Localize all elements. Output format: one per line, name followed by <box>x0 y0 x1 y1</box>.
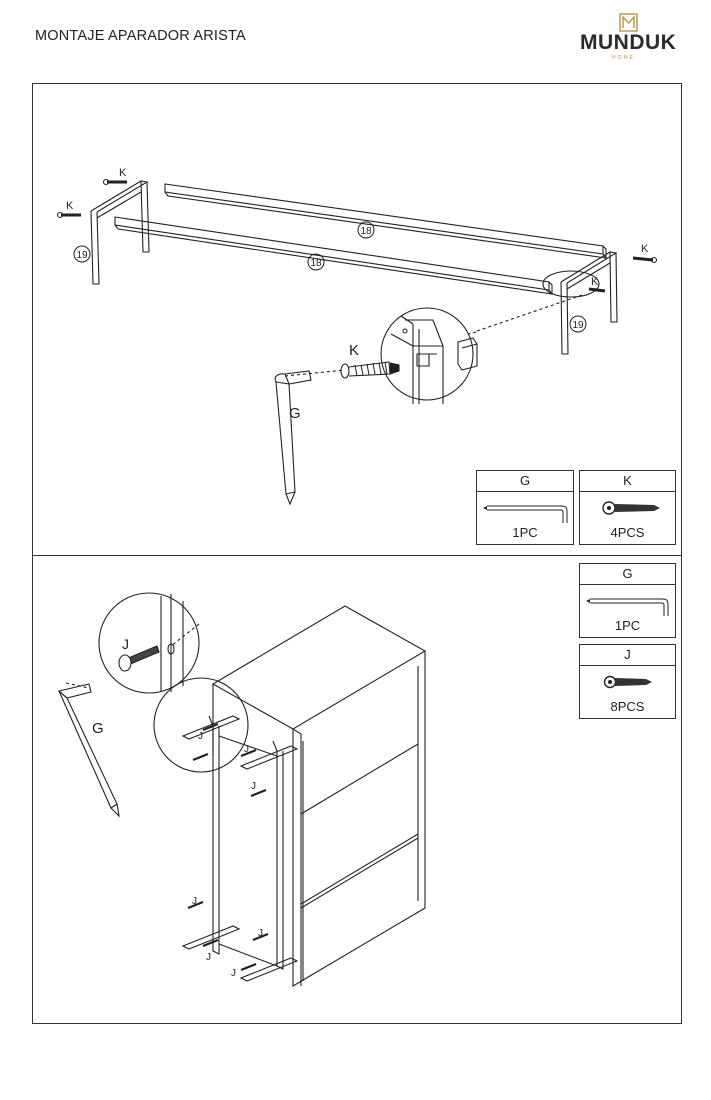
allen-key-icon <box>586 598 669 616</box>
joint-detail-circle <box>380 307 474 404</box>
part-19-right-number: 19 <box>572 320 584 331</box>
joint-highlight <box>542 270 600 298</box>
parts-box-qty: 4PCS <box>610 525 645 540</box>
label-j-1: J <box>198 731 203 742</box>
part-19-left-number: 19 <box>76 250 88 261</box>
frame-19-left <box>90 180 150 285</box>
parts-box-qty: 1PC <box>614 618 641 633</box>
rail-18-front <box>114 216 554 295</box>
label-j-6: J <box>206 952 211 963</box>
step-1-panel: K K K K K G 18 18 19 19 G 1PC K 4PCS <box>32 83 682 556</box>
rail-18-back <box>164 183 608 259</box>
part-18-front-number: 18 <box>310 258 322 269</box>
parts-box-g-step2: G 1PC <box>579 563 676 638</box>
screws-j <box>187 722 269 972</box>
cabinet-body <box>211 605 427 987</box>
base-frame <box>181 715 299 982</box>
screw-k-3 <box>632 256 658 264</box>
label-k-detail: K <box>349 342 359 359</box>
label-k-1: K <box>119 167 127 179</box>
parts-box-code: G <box>477 471 573 492</box>
label-j-detail: J <box>122 636 129 652</box>
label-j-5: J <box>258 928 263 939</box>
label-k-4: K <box>591 276 599 288</box>
screw-icon <box>602 501 660 515</box>
parts-box-j-step2: J 8PCS <box>579 644 676 719</box>
brand-subtitle: HOME <box>612 55 635 61</box>
parts-box-code: G <box>580 564 675 585</box>
label-k-2: K <box>66 200 74 212</box>
screw-k-detail <box>340 361 400 379</box>
parts-box-code: J <box>580 645 675 666</box>
bracket-piece <box>457 337 478 371</box>
label-j-7: J <box>231 968 236 979</box>
allen-key-g <box>57 683 120 818</box>
label-k-3: K <box>641 243 649 255</box>
screw-k-1 <box>102 178 127 186</box>
label-j-3: J <box>251 781 256 792</box>
allen-key-icon <box>483 505 568 523</box>
screw-detail-circle <box>98 592 200 694</box>
brand-name: MUNDUK <box>580 31 677 54</box>
parts-box-k-step1: K 4PCS <box>579 470 676 545</box>
document-title: MONTAJE APARADOR ARISTA <box>35 28 246 44</box>
label-j-4: J <box>192 896 197 907</box>
parts-box-qty: 1PC <box>512 525 538 540</box>
parts-box-code: K <box>580 471 675 492</box>
label-g: G <box>92 720 104 737</box>
label-g: G <box>289 405 301 422</box>
munduk-monogram-icon <box>619 13 638 32</box>
parts-box-qty: 8PCS <box>610 699 645 714</box>
step-1-assembly-drawing: K K K K K G 18 18 19 19 <box>56 167 658 506</box>
label-j-2: J <box>244 744 249 755</box>
screw-k-2 <box>56 211 81 219</box>
allen-key-g <box>274 370 312 506</box>
frame-19-right <box>560 251 618 355</box>
frame-detail-circle <box>153 677 249 773</box>
step-2-panel: J G J J J J J J J G 1PC J 8PCS <box>32 555 682 1024</box>
step-2-assembly-drawing: J G J J J J J J J <box>57 592 427 987</box>
parts-box-g-step1: G 1PC <box>476 470 574 545</box>
screw-k-4 <box>588 287 606 293</box>
part-18-back-number: 18 <box>360 226 372 237</box>
screw-icon <box>603 675 652 689</box>
